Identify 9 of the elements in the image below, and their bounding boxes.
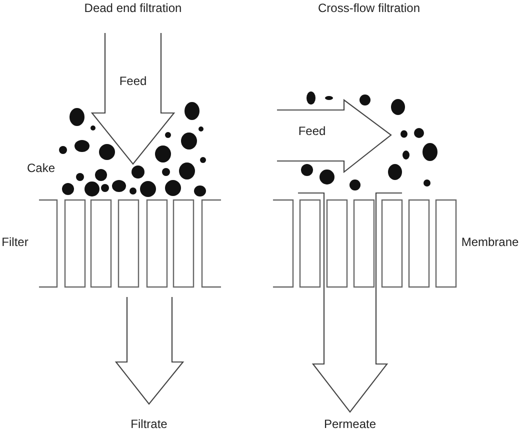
flow-label: Permeate — [324, 418, 376, 430]
panel-title: Dead end filtration — [84, 2, 182, 14]
part-label: Filter — [2, 236, 28, 248]
part-label: Membrane — [461, 236, 519, 248]
flow-label: Feed — [298, 125, 326, 137]
flow-label: Feed — [119, 75, 147, 87]
flow-label: Filtrate — [130, 418, 168, 430]
part-label: Cake — [27, 162, 55, 174]
panel-title: Cross-flow filtration — [318, 2, 420, 14]
